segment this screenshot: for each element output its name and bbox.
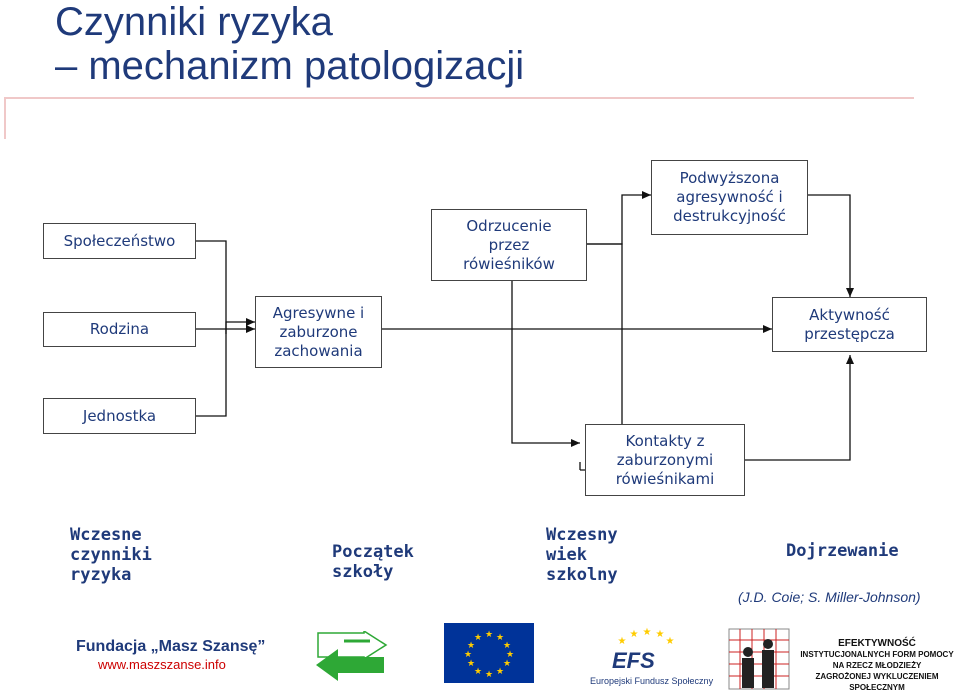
svg-text:★: ★ [503,659,511,669]
box-rodzina: Rodzina [43,312,196,347]
eu-flag-icon: ★★★ ★★★ ★★★ ★★★ [444,623,534,683]
eff-line-1: EFEKTYWNOŚĆ [838,638,916,649]
box-jednostka: Jednostka [43,398,196,434]
arrows-logo-icon [316,631,388,681]
connector-odrzucenie-podwyzszona [587,191,651,245]
efektywnosc-project-text: EFEKTYWNOŚĆ INSTYTUCJONALNYCH FORM POMOC… [797,638,957,693]
svg-text:★: ★ [496,633,504,643]
connector-to-kontakty-trunk [511,329,580,447]
title-line-1: Czynniki ryzyka [55,0,333,44]
svg-text:★: ★ [630,629,639,640]
source-credit: (J.D. Coie; S. Miller-Johnson) [738,589,921,605]
connector-jednostka [196,318,255,417]
efektywnosc-logo-icon [728,628,790,690]
box-odrzucenie: Odrzucenie przez rówieśników [431,209,587,281]
svg-text:★: ★ [485,670,493,680]
eff-line-2: INSTYTUCJONALNYCH FORM POMOCY [800,650,954,659]
svg-text:★: ★ [643,627,652,638]
connector-podwyzszona-aktywnosc [808,194,854,297]
box-spoleczenstwo: Społeczeństwo [43,223,196,259]
efs-stars-icon: ★★★ ★★ [618,627,674,647]
svg-text:★: ★ [506,650,514,660]
svg-text:★: ★ [474,667,482,677]
svg-text:★: ★ [474,633,482,643]
footer-url[interactable]: www.maszszanse.info [98,657,226,672]
title-line-2: – mechanizm patologizacji [55,44,525,88]
stage-dojrzewanie: Dojrzewanie [786,541,899,561]
box-podwyzszona: Podwyższona agresywność i destrukcyjność [651,160,808,235]
svg-text:★: ★ [666,636,674,647]
stage-wczesne-czynniki: Wczesne czynniki ryzyka [70,525,152,585]
box-kontakty: Kontakty z zaburzonymi rówieśnikami [585,424,745,496]
svg-text:★: ★ [503,641,511,651]
stage-poczatek-szkoly: Początek szkoły [332,542,414,582]
connector-kontakty-aktywnosc [745,355,854,461]
footer-organization: Fundacja „Masz Szansę” [76,638,266,655]
eff-line-4: ZAGROŻONEJ WYKLUCZENIEM SPOŁECZNYM [815,672,939,692]
box-agresywne: Agresywne i zaburzone zachowania [255,296,382,368]
title-divider [4,97,914,99]
eff-line-3: NA RZECZ MŁODZIEŻY [832,661,922,670]
stage-wczesny-wiek: Wczesny wiek szkolny [546,525,618,585]
svg-text:★: ★ [485,630,493,640]
svg-text:★: ★ [618,636,627,647]
svg-text:★: ★ [464,650,472,660]
title-divider-vertical [4,97,6,139]
svg-text:★: ★ [467,641,475,651]
box-aktywnosc: Aktywność przestępcza [772,297,927,352]
svg-text:★: ★ [496,667,504,677]
connector-spoleczenstwo [196,240,227,334]
efs-logo: EFS [612,648,655,673]
efs-caption: Europejski Fundusz Społeczny [590,676,714,686]
svg-text:★: ★ [467,659,475,669]
svg-text:★: ★ [656,629,665,640]
